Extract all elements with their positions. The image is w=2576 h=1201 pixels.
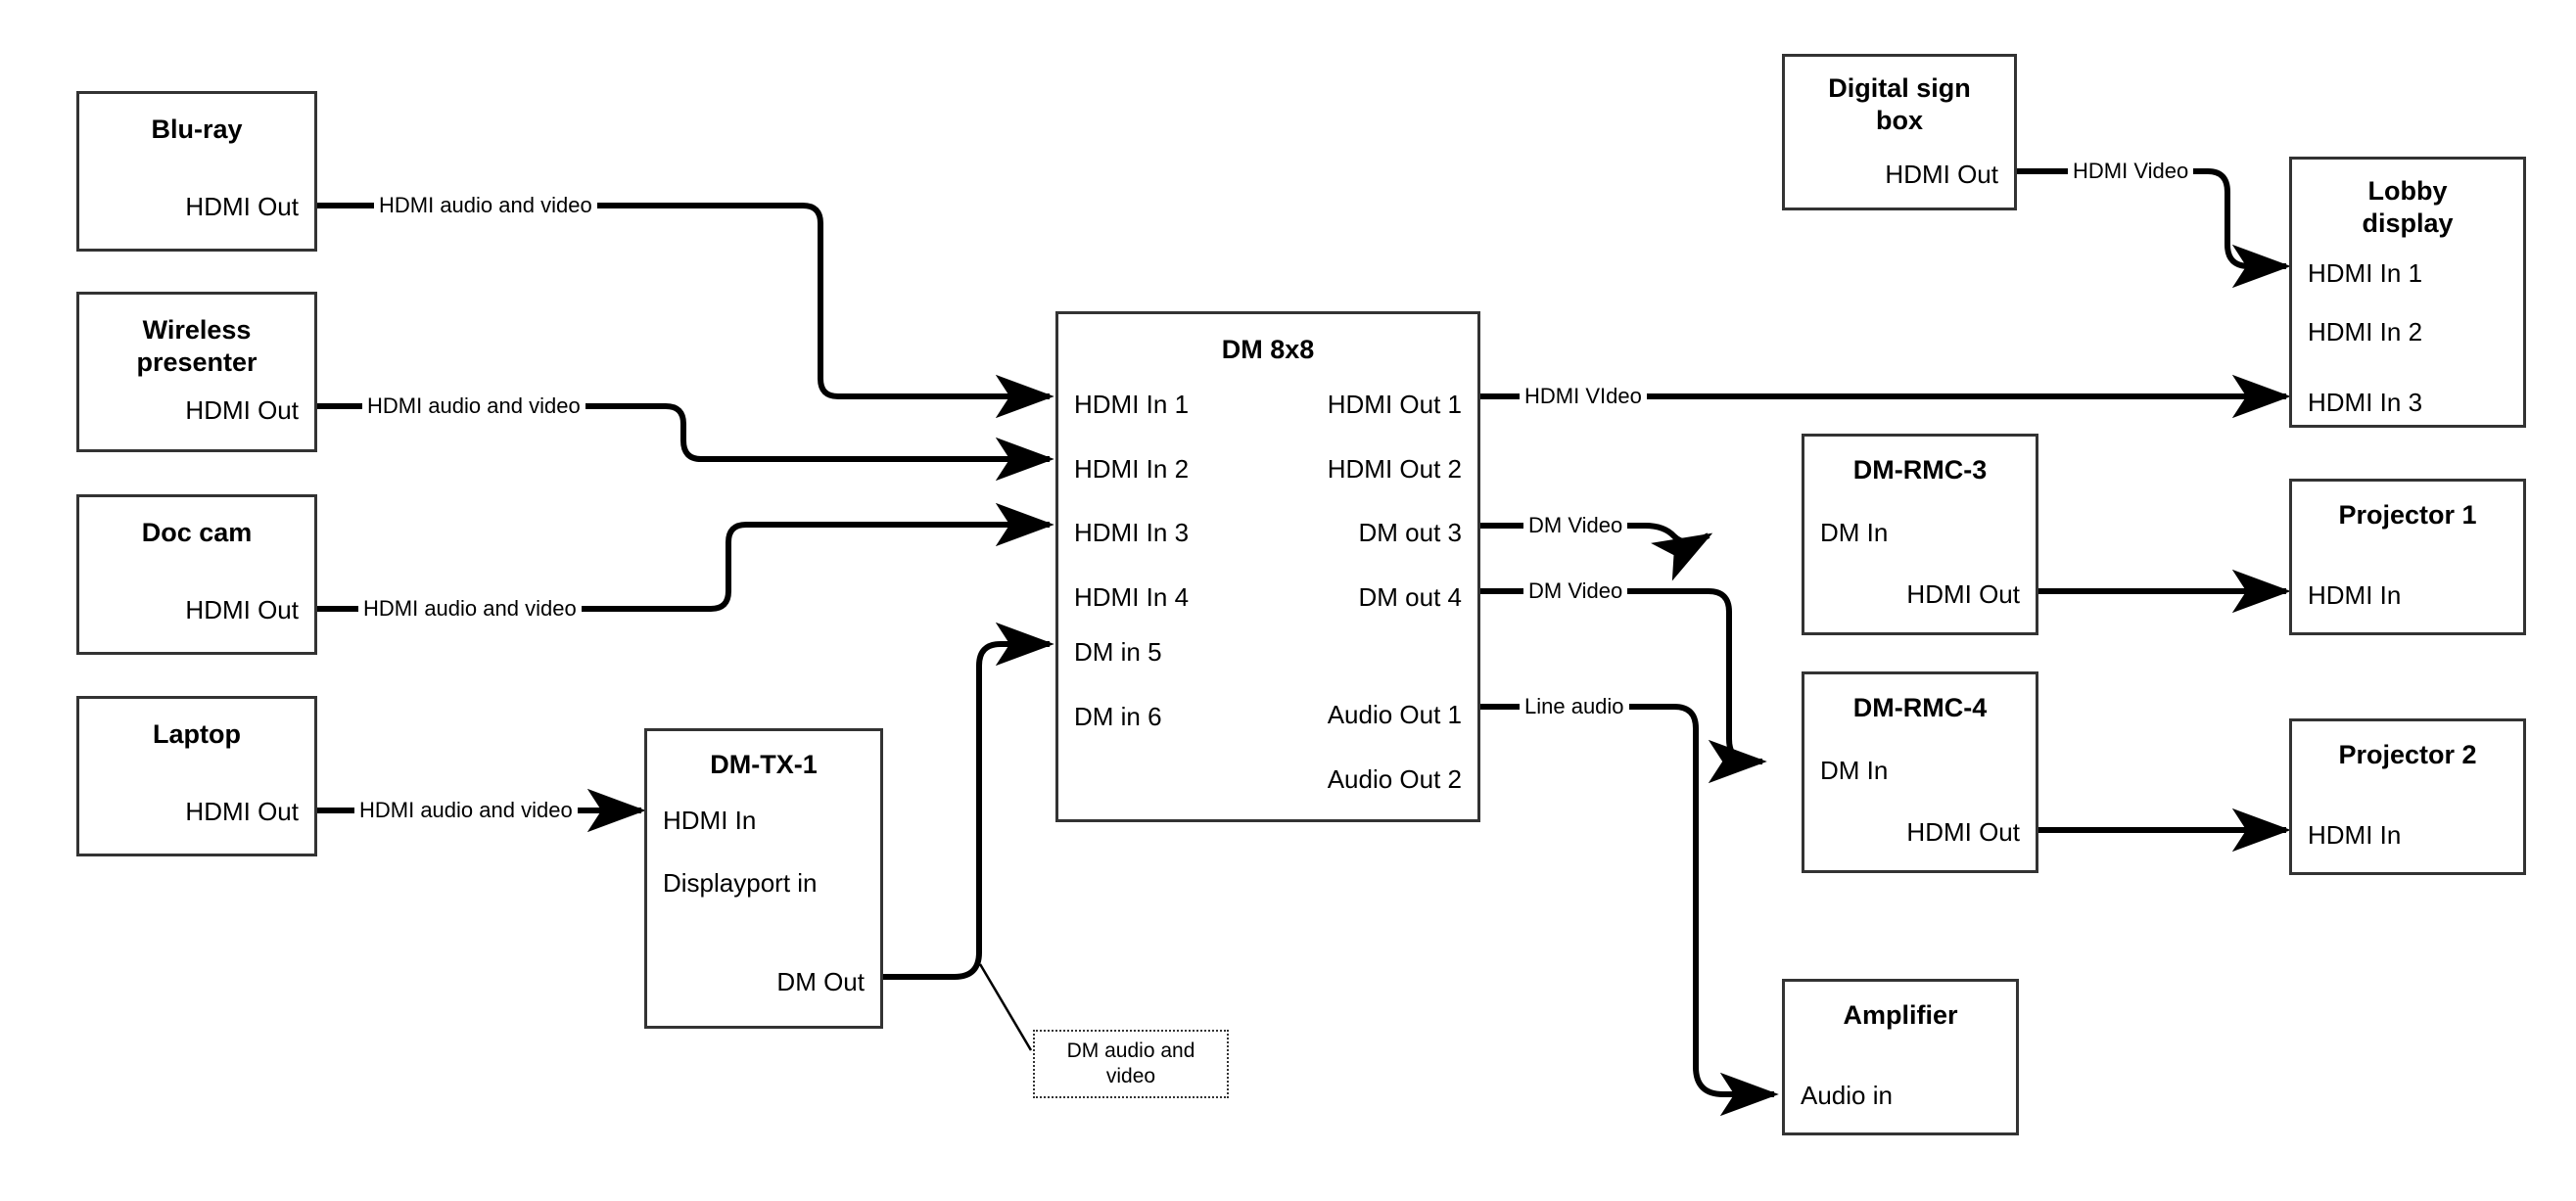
wire-label-signbox-to-lobby: HDMI Video (2068, 161, 2194, 182)
wire-label-dm-out-4-to-rmc4: DM Video (1523, 580, 1628, 602)
node-dm-8x8-port-dm-in-5: DM in 5 (1074, 637, 1162, 667)
note-dm-audio-and-video: DM audio and video (1033, 1030, 1229, 1098)
wire-label-doccam-to-hdmi-in-3: HDMI audio and video (358, 598, 582, 620)
node-dm-tx-1-title: DM-TX-1 (710, 750, 818, 779)
node-dm-rmc-4-port-dm-in: DM In (1820, 756, 1889, 785)
node-dm-rmc-3[interactable]: DM-RMC-3 DM In HDMI Out (1802, 434, 2038, 635)
node-dm-8x8-port-dm-out-4: DM out 4 (1358, 582, 1463, 612)
node-dm-8x8-port-audio-out-2: Audio Out 2 (1327, 764, 1462, 794)
wire-signbox-to-lobby-in-1 (2017, 168, 2291, 289)
wire-bluray-to-hdmi-in-1 (317, 203, 1054, 419)
wire-dm-out-3-to-rmc3 (1480, 523, 1713, 581)
node-dm-8x8-port-dm-in-6: DM in 6 (1074, 702, 1162, 731)
node-amplifier[interactable]: Amplifier Audio in (1782, 979, 2019, 1135)
node-bluray-port-hdmi-out: HDMI Out (185, 192, 299, 221)
node-wireless-presenter-title: Wireless presenter (136, 315, 258, 377)
node-wireless-presenter-port-hdmi-out: HDMI Out (185, 395, 299, 425)
wire-dmtx1-to-dm-in-5 (883, 622, 1054, 980)
node-dm-8x8-port-hdmi-in-3: HDMI In 3 (1074, 518, 1190, 547)
node-dm-8x8[interactable]: DM 8x8 HDMI In 1 HDMI In 2 HDMI In 3 HDM… (1055, 311, 1480, 822)
node-dm-8x8-port-hdmi-in-1: HDMI In 1 (1074, 390, 1190, 419)
wire-label-hdmi-out-1-to-lobby: HDMI VIdeo (1520, 386, 1647, 407)
node-dm-8x8-port-audio-out-1: Audio Out 1 (1327, 700, 1462, 729)
node-projector-1-port-hdmi-in: HDMI In (2308, 580, 2402, 610)
node-dm-8x8-title: DM 8x8 (1221, 335, 1315, 364)
node-laptop-port-hdmi-out: HDMI Out (185, 797, 299, 826)
node-lobby-display-title: Lobby display (2362, 176, 2454, 238)
wire-label-wireless-to-hdmi-in-2: HDMI audio and video (362, 395, 585, 417)
node-projector-1-title: Projector 1 (2338, 500, 2477, 530)
node-projector-1[interactable]: Projector 1 HDMI In (2289, 479, 2526, 635)
node-dm-rmc-4-title: DM-RMC-4 (1852, 693, 1988, 722)
node-dm-8x8-port-hdmi-out-1: HDMI Out 1 (1327, 390, 1462, 419)
wire-label-laptop-to-dmtx1: HDMI audio and video (354, 800, 578, 821)
wire-label-audio-out-1-to-amplifier: Line audio (1520, 696, 1629, 717)
node-dm-tx-1-port-dm-out: DM Out (776, 967, 865, 996)
node-doc-cam[interactable]: Doc cam HDMI Out (76, 494, 317, 655)
node-lobby-display-port-hdmi-in-2: HDMI In 2 (2308, 317, 2423, 346)
wire-dm-out-4-to-rmc4 (1480, 588, 1767, 784)
node-dm-8x8-port-hdmi-in-2: HDMI In 2 (1074, 454, 1190, 484)
node-dm-rmc-4[interactable]: DM-RMC-4 DM In HDMI Out (1802, 671, 2038, 873)
node-dm-8x8-port-hdmi-out-2: HDMI Out 2 (1327, 454, 1462, 484)
node-projector-2-port-hdmi-in: HDMI In (2308, 820, 2402, 850)
node-digital-sign-box-port-hdmi-out: HDMI Out (1885, 160, 1998, 189)
node-dm-8x8-port-hdmi-in-4: HDMI In 4 (1074, 582, 1190, 612)
node-laptop-title: Laptop (153, 719, 241, 749)
node-doc-cam-port-hdmi-out: HDMI Out (185, 595, 299, 624)
node-digital-sign-box[interactable]: Digital sign box HDMI Out (1782, 54, 2017, 210)
leader-line-dm-audio-video-note (978, 963, 1033, 1051)
node-dm-rmc-3-port-hdmi-out: HDMI Out (1906, 579, 2020, 609)
node-projector-2-title: Projector 2 (2338, 740, 2477, 769)
node-dm-rmc-3-title: DM-RMC-3 (1852, 455, 1988, 485)
node-doc-cam-title: Doc cam (141, 518, 253, 547)
node-dm-8x8-port-dm-out-3: DM out 3 (1358, 518, 1463, 547)
node-dm-tx-1[interactable]: DM-TX-1 HDMI In Displayport in DM Out (644, 728, 883, 1029)
node-bluray[interactable]: Blu-ray HDMI Out (76, 91, 317, 252)
node-dm-rmc-4-port-hdmi-out: HDMI Out (1906, 817, 2020, 847)
node-amplifier-title: Amplifier (1843, 1000, 1958, 1030)
wire-doccam-to-hdmi-in-3 (317, 502, 1054, 612)
node-dm-tx-1-port-displayport-in: Displayport in (663, 868, 818, 898)
node-lobby-display-port-hdmi-in-1: HDMI In 1 (2308, 258, 2423, 288)
node-bluray-title: Blu-ray (151, 115, 243, 144)
wire-wireless-to-hdmi-in-2 (317, 403, 1054, 482)
node-projector-2[interactable]: Projector 2 HDMI In (2289, 718, 2526, 875)
node-digital-sign-box-title: Digital sign box (1828, 73, 1971, 135)
node-amplifier-port-audio-in: Audio in (1801, 1081, 1893, 1110)
node-wireless-presenter[interactable]: Wireless presenter HDMI Out (76, 292, 317, 452)
node-dm-tx-1-port-hdmi-in: HDMI In (663, 806, 757, 835)
wire-audio-out-1-to-amplifier (1480, 704, 1779, 1117)
wire-label-dm-out-3-to-rmc3: DM Video (1523, 515, 1628, 536)
node-dm-rmc-3-port-dm-in: DM In (1820, 518, 1889, 547)
node-lobby-display[interactable]: Lobby display HDMI In 1 HDMI In 2 HDMI I… (2289, 157, 2526, 428)
node-laptop[interactable]: Laptop HDMI Out (76, 696, 317, 856)
wire-label-bluray-to-hdmi-in-1: HDMI audio and video (374, 195, 597, 216)
node-lobby-display-port-hdmi-in-3: HDMI In 3 (2308, 388, 2423, 417)
